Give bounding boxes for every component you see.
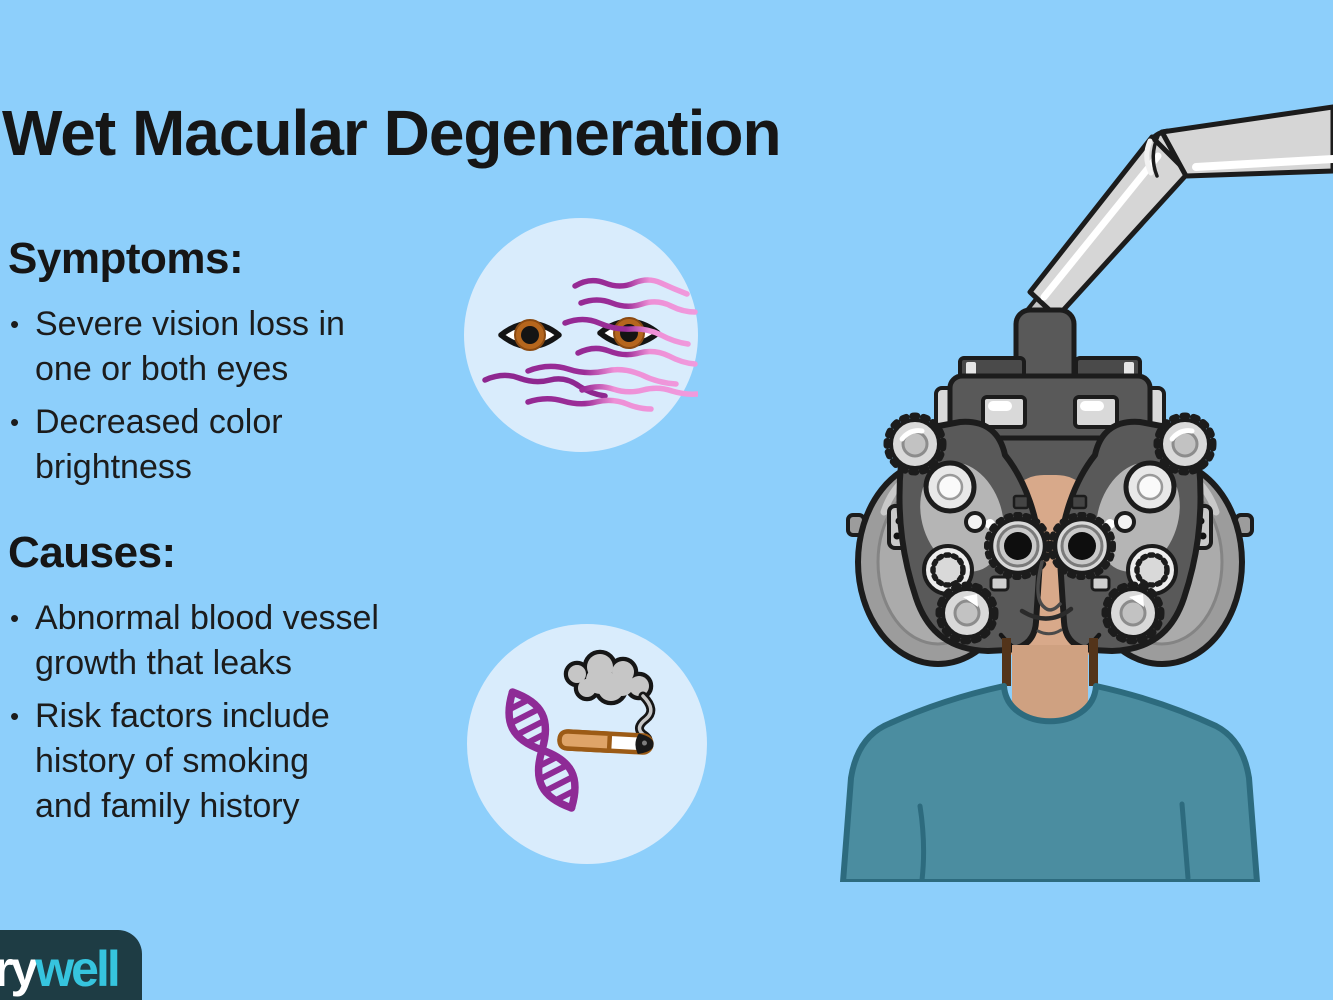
verywell-logo-text: rywell bbox=[0, 940, 121, 998]
distorted-vision-eyes-icon bbox=[464, 218, 698, 452]
infographic-title: Wet Macular Degeneration bbox=[2, 97, 782, 169]
left-eye bbox=[498, 319, 562, 351]
cause-item: • Risk factors include history of smokin… bbox=[8, 694, 379, 829]
bullet-marker: • bbox=[10, 407, 20, 437]
symptoms-section: Symptoms: • Severe vision loss in one or… bbox=[8, 234, 345, 498]
symptom-item: • Decreased color brightness bbox=[8, 400, 345, 490]
verywell-logo: rywell bbox=[0, 930, 142, 1000]
causes-heading: Causes: bbox=[8, 528, 176, 577]
bullet-marker: • bbox=[10, 309, 20, 339]
dna-and-cigarette-icon bbox=[467, 624, 707, 864]
causes-section: Causes: • Abnormal blood vessel growth t… bbox=[8, 528, 379, 837]
phoropter-arm bbox=[1026, 104, 1333, 325]
symptoms-heading: Symptoms: bbox=[8, 234, 244, 283]
dna-helix-icon bbox=[505, 688, 579, 812]
phoropter-eyepiece-right bbox=[1048, 512, 1116, 580]
patient-neck bbox=[1002, 638, 1098, 733]
logo-text-white: ry bbox=[0, 941, 38, 997]
bullet-marker: • bbox=[10, 701, 20, 731]
cause-item: • Abnormal blood vessel growth that leak… bbox=[8, 596, 379, 686]
patient-shirt bbox=[840, 683, 1260, 882]
patient-behind-phoropter-illustration bbox=[840, 104, 1333, 882]
symptom-item: • Severe vision loss in one or both eyes bbox=[8, 302, 345, 392]
phoropter-dials-left bbox=[883, 412, 1052, 645]
bullet-marker: • bbox=[10, 603, 20, 633]
phoropter-dials-right bbox=[1048, 412, 1217, 645]
cigarette-icon bbox=[557, 729, 654, 755]
distortion-wavy-lines bbox=[482, 277, 698, 412]
logo-text-cyan: well bbox=[35, 941, 121, 997]
